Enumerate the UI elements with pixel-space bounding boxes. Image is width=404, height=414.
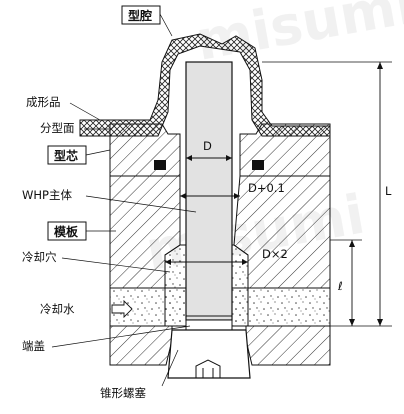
svg-text:冷却穴: 冷却穴	[22, 250, 57, 264]
label-cavity: 型腔	[121, 5, 173, 37]
svg-text:ℓ: ℓ	[337, 279, 343, 293]
svg-text:型芯: 型芯	[54, 148, 78, 163]
dimension-l-small: ℓ	[330, 239, 362, 326]
label-parting-line: 分型面	[40, 121, 110, 135]
svg-text:锥形螺塞: 锥形螺塞	[100, 386, 146, 400]
label-core: 型芯	[47, 145, 111, 165]
label-cooling-hole: 冷却穴	[22, 250, 171, 273]
dimension-d-plus: D+0.1	[180, 181, 285, 199]
molded-part	[79, 33, 331, 137]
svg-text:模板: 模板	[54, 224, 79, 239]
seal-left	[154, 160, 166, 170]
label-template: 模板	[47, 221, 116, 241]
svg-text:L: L	[385, 184, 392, 198]
dimension-d: D	[186, 139, 232, 161]
label-molded-part: 成形品	[26, 95, 101, 121]
svg-text:WHP主体: WHP主体	[22, 188, 72, 202]
label-whp-body: WHP主体	[22, 188, 197, 213]
svg-text:分型面: 分型面	[40, 121, 75, 135]
svg-text:D×2: D×2	[262, 247, 288, 261]
svg-text:冷却水: 冷却水	[40, 302, 75, 316]
svg-text:D+0.1: D+0.1	[248, 181, 285, 195]
taper-plug	[167, 329, 251, 379]
label-taper-plug: 锥形螺塞	[100, 349, 179, 400]
svg-text:成形品: 成形品	[26, 95, 61, 109]
svg-text:端盖: 端盖	[22, 339, 45, 353]
end-cap	[185, 319, 233, 331]
dimension-l: L	[250, 61, 392, 327]
dimension-d-times: D×2	[165, 247, 288, 265]
label-cooling-water: 冷却水	[40, 299, 133, 319]
seal-right	[252, 160, 264, 170]
svg-text:型腔: 型腔	[128, 8, 152, 23]
svg-text:D: D	[203, 139, 212, 153]
label-end-cap: 端盖	[22, 325, 191, 353]
whp-body	[185, 61, 233, 321]
